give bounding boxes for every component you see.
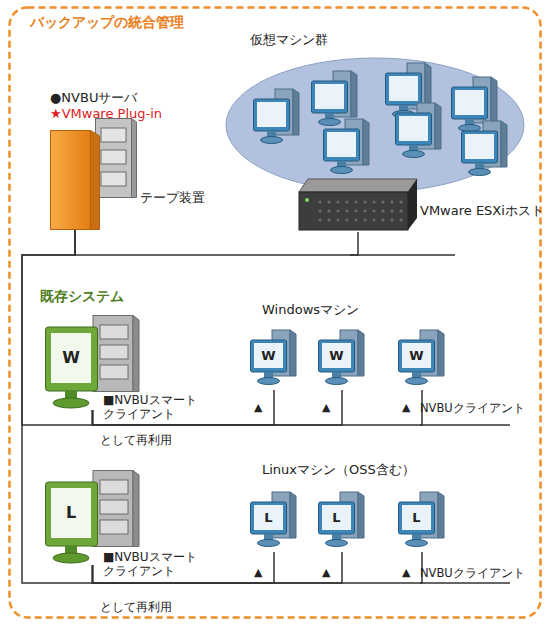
marker-symbol: ▲ — [322, 566, 330, 579]
network-connector — [93, 390, 275, 425]
node-label: 仮想マシン群 — [250, 32, 328, 48]
section-heading: 既存システム — [40, 288, 124, 305]
server-box: ●NVBUサーバ★VMware Plug-in — [50, 130, 100, 230]
network-connector — [93, 390, 343, 425]
tape-device: テープ装置 — [95, 118, 137, 198]
client-pc: L — [398, 490, 446, 552]
os-letter: L — [51, 488, 91, 538]
os-letter: L — [322, 505, 351, 530]
client-pc: L — [250, 490, 298, 552]
client-pc: W — [250, 328, 298, 390]
esxi-host: VMware ESXiホスト — [298, 178, 418, 232]
role-label: として再利用 — [100, 600, 172, 614]
node-label: VMware ESXiホスト — [420, 203, 544, 219]
role-label: として再利用 — [100, 433, 172, 447]
network-line — [420, 424, 510, 426]
role-label: ■NVBUスマート クライアント — [103, 550, 193, 579]
marker-symbol: ▲ — [402, 401, 410, 414]
marker-symbol: ▲ — [322, 401, 330, 414]
os-letter: L — [402, 505, 431, 530]
os-letter: W — [254, 343, 283, 368]
marker-symbol: ▲ — [254, 566, 262, 579]
os-letter: W — [51, 333, 91, 383]
node-label: テープ装置 — [140, 190, 205, 206]
network-connector — [93, 390, 423, 425]
network-connector — [22, 230, 93, 583]
tape-device-shape — [95, 118, 137, 198]
marker-symbol: ▲ — [402, 566, 410, 579]
network-line — [420, 582, 510, 584]
vm-cluster: 仮想マシン群 — [225, 57, 525, 193]
node-label: ★VMware Plug-in — [50, 106, 162, 122]
os-letter: W — [322, 343, 351, 368]
network-connector — [75, 230, 358, 255]
role-label: NVBUクライアント — [420, 402, 525, 416]
client-pc-shape — [250, 490, 298, 552]
network-connector — [93, 552, 423, 583]
vm-cluster-shape — [225, 57, 525, 193]
client-pc: W — [318, 328, 366, 390]
client-pc-shape — [318, 490, 366, 552]
node-label: バックアップの統合管理 — [30, 14, 184, 31]
role-label: ■NVBUスマート クライアント — [103, 393, 193, 422]
marker-symbol: ▲ — [254, 401, 262, 414]
server-box-shape — [50, 130, 100, 230]
client-pc: L — [318, 490, 366, 552]
network-connector — [22, 230, 93, 425]
os-letter: W — [402, 343, 431, 368]
os-letter: L — [254, 505, 283, 530]
network-line — [350, 254, 455, 256]
role-label: NVBUクライアント — [420, 567, 525, 581]
group-label: Windowsマシン — [262, 302, 359, 318]
group-label: Linuxマシン（OSS含む） — [262, 462, 415, 478]
client-pc-shape — [398, 490, 446, 552]
node-label: ●NVBUサーバ — [50, 90, 137, 106]
esxi-host-shape — [298, 178, 418, 232]
network-connector — [93, 552, 275, 583]
network-connector — [93, 552, 343, 583]
client-pc: W — [398, 328, 446, 390]
